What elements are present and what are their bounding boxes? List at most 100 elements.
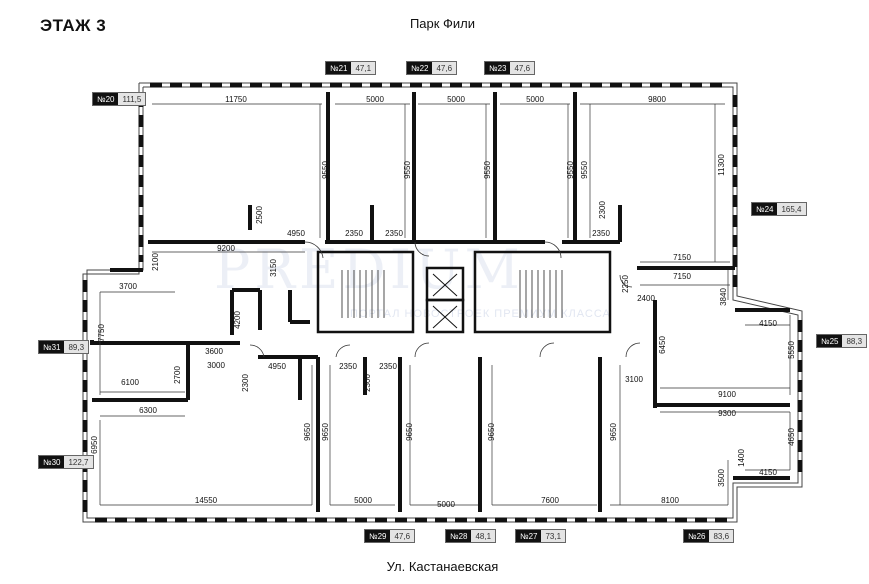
stair-treads: [341, 270, 563, 318]
unit-area: 88,3: [842, 335, 867, 347]
unit-area: 89,3: [64, 341, 89, 353]
dim-label: 9300: [718, 409, 736, 418]
dim-label: 9650: [487, 423, 496, 441]
dim-label: 7150: [673, 272, 691, 281]
dim-label: 9200: [217, 244, 235, 253]
dim-label: 5000: [366, 95, 384, 104]
unit-area: 47,6: [390, 530, 415, 542]
facade-outline: [82, 82, 803, 523]
dim-label: 4200: [233, 311, 242, 329]
dim-label: 4150: [759, 468, 777, 477]
dim-label: 9650: [609, 423, 618, 441]
dim-label: 7150: [673, 253, 691, 262]
dim-label: 4950: [268, 362, 286, 371]
dim-label: 8100: [661, 496, 679, 505]
dim-label: 7750: [97, 324, 106, 342]
core-lifts-stairs: [316, 250, 612, 334]
dim-label: 9550: [580, 161, 589, 179]
dim-label: 7600: [541, 496, 559, 505]
unit-area: 73,1: [541, 530, 566, 542]
dim-label: 3840: [719, 288, 728, 306]
unit-number: №31: [39, 341, 65, 353]
dimension-lines: [99, 103, 791, 506]
dim-label: 2300: [598, 201, 607, 219]
dim-label: 14550: [195, 496, 218, 505]
unit-area: 165,4: [777, 203, 806, 215]
unit-area: 47,6: [510, 62, 535, 74]
dim-label: 5000: [354, 496, 372, 505]
dim-label: 2350: [379, 362, 397, 371]
dim-label: 5000: [447, 95, 465, 104]
dim-label: 3700: [119, 282, 137, 291]
unit-number: №25: [817, 335, 843, 347]
dim-label: 3600: [205, 347, 223, 356]
dim-label: 3000: [207, 361, 225, 370]
unit-number: №26: [684, 530, 710, 542]
dim-label: 9650: [321, 423, 330, 441]
dim-label: 4150: [759, 319, 777, 328]
dim-label: 11750: [225, 95, 247, 104]
unit-number: №20: [93, 93, 119, 105]
dim-label: 2500: [255, 206, 264, 224]
dim-label: 2250: [621, 275, 630, 293]
unit-area: 48,1: [471, 530, 496, 542]
door-swings: [249, 241, 641, 358]
dim-label: 9650: [405, 423, 414, 441]
dim-label: 4950: [287, 229, 305, 238]
unit-number: №29: [365, 530, 391, 542]
dim-label: 1400: [737, 449, 746, 467]
dim-label: 3500: [717, 469, 726, 487]
street-label-top: Парк Фили: [0, 16, 869, 31]
dim-label: 2350: [592, 229, 610, 238]
unit-number: №22: [407, 62, 433, 74]
street-label-top-text: Парк Фили: [409, 16, 476, 31]
interior-walls: [90, 92, 790, 512]
dim-label: 6450: [658, 336, 667, 354]
dimension-labels: 11750 5000 5000 5000 9800 9550 9550 9550…: [90, 95, 796, 509]
dim-label: 3100: [625, 375, 643, 384]
dim-label: 2350: [385, 229, 403, 238]
dim-label: 2300: [241, 374, 250, 392]
dim-label: 9550: [483, 161, 492, 179]
floor-title: ЭТАЖ 3: [40, 16, 107, 35]
unit-area: 47,1: [351, 62, 376, 74]
dim-label: 2350: [345, 229, 363, 238]
dim-label: 9550: [321, 161, 330, 179]
unit-area: 111,5: [118, 93, 146, 105]
dim-label: 2400: [637, 294, 655, 303]
unit-number: №24: [752, 203, 778, 215]
unit-area: 47,6: [432, 62, 457, 74]
dim-label: 5000: [437, 500, 455, 509]
unit-number: №27: [516, 530, 542, 542]
unit-area: 83,6: [709, 530, 734, 542]
dim-label: 9800: [648, 95, 666, 104]
dim-label: 5550: [787, 341, 796, 359]
dim-label: 9100: [718, 390, 736, 399]
unit-number: №23: [485, 62, 511, 74]
unit-number: №21: [326, 62, 352, 74]
dim-label: 6100: [121, 378, 139, 387]
dim-label: 5000: [526, 95, 544, 104]
unit-number: №30: [39, 456, 65, 468]
dim-label: 4650: [787, 428, 796, 446]
dim-label: 6300: [139, 406, 157, 415]
dim-label: 11300: [717, 154, 726, 176]
street-label-bottom-text: Ул. Кастанаевская: [386, 559, 499, 574]
dim-label: 9650: [303, 423, 312, 441]
window-segments: [82, 82, 803, 523]
street-label-bottom: Ул. Кастанаевская: [0, 559, 869, 574]
dim-label: 6950: [90, 436, 99, 454]
